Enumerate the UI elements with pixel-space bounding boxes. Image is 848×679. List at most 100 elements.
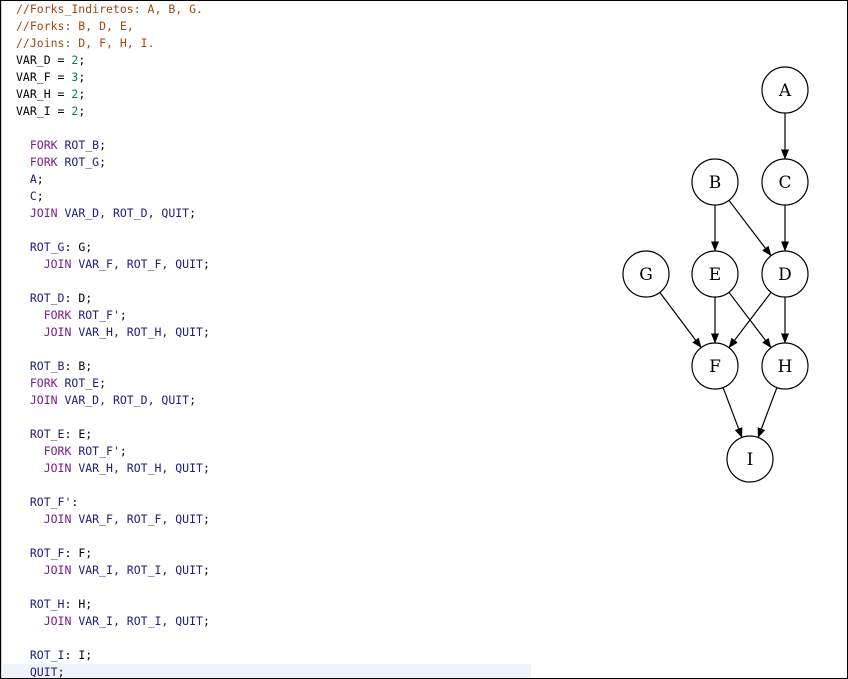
code-token: ;	[78, 70, 86, 84]
code-token: ;	[189, 206, 197, 220]
current-line-highlight	[3, 664, 531, 678]
code-line[interactable]: JOIN VAR_H, ROT_H, QUIT;	[16, 324, 210, 341]
code-token: ROT_F'	[71, 308, 120, 322]
code-token: ;	[202, 512, 210, 526]
code-line[interactable]: FORK ROT_F';	[16, 443, 127, 460]
code-line[interactable]: VAR_I = 2;	[16, 103, 85, 120]
graph-node-circle	[761, 342, 809, 390]
code-token: ;	[202, 257, 210, 271]
code-token: : B;	[64, 359, 93, 373]
code-line[interactable]: FORK ROT_G;	[16, 154, 106, 171]
code-line[interactable]: VAR_F = 3;	[16, 69, 85, 86]
code-token: FORK	[29, 155, 58, 169]
code-token	[16, 614, 44, 628]
code-token	[16, 359, 30, 373]
code-token: JOIN	[43, 257, 72, 271]
code-token	[16, 665, 30, 678]
code-token: ;	[99, 376, 107, 390]
code-line[interactable]: A;	[16, 171, 44, 188]
code-token: : G;	[64, 240, 93, 254]
code-line[interactable]: //Joins: D, F, H, I.	[16, 35, 154, 52]
code-line[interactable]: VAR_H = 2;	[16, 86, 85, 103]
code-token	[16, 172, 30, 186]
code-token: JOIN	[43, 512, 72, 526]
code-token: VAR_F, ROT_F, QUIT	[71, 257, 203, 271]
code-line[interactable]: JOIN VAR_F, ROT_F, QUIT;	[16, 256, 210, 273]
code-token: VAR_D, ROT_D, QUIT	[57, 393, 190, 407]
graph-edges	[659, 113, 789, 438]
code-editor[interactable]: //Forks_Indiretos: A, B, G. //Forks: B, D…	[1, 1, 531, 678]
code-token	[16, 444, 44, 458]
code-token: 2	[71, 87, 79, 101]
graph-node-circle	[761, 158, 809, 206]
code-token: FORK	[29, 376, 58, 390]
code-line[interactable]: C;	[16, 188, 44, 205]
code-token: ;	[99, 138, 107, 152]
code-token: VAR_F, ROT_F, QUIT	[71, 512, 203, 526]
code-token	[16, 393, 30, 407]
code-token: ROT_E	[57, 376, 100, 390]
code-token: ROT_B	[29, 359, 65, 373]
code-token: ROT_B	[57, 138, 100, 152]
code-line[interactable]: //Forks_Indiretos: A, B, G.	[16, 1, 203, 18]
code-token: :	[71, 495, 79, 509]
code-token: A	[29, 172, 37, 186]
code-line[interactable]: ROT_G: G;	[16, 239, 92, 256]
code-line[interactable]: ROT_F':	[16, 494, 78, 511]
code-line[interactable]: ROT_D: D;	[16, 290, 92, 307]
code-token	[16, 563, 44, 577]
code-line[interactable]: ROT_I: I;	[16, 647, 92, 664]
code-line[interactable]: JOIN VAR_D, ROT_D, QUIT;	[16, 205, 196, 222]
graph-node-label: C	[778, 173, 791, 193]
code-token: ;	[202, 563, 210, 577]
code-line[interactable]: JOIN VAR_F, ROT_F, QUIT;	[16, 511, 210, 528]
code-line[interactable]: FORK ROT_F';	[16, 307, 127, 324]
code-line[interactable]: ROT_B: B;	[16, 358, 92, 375]
code-line[interactable]: JOIN VAR_D, ROT_D, QUIT;	[16, 392, 196, 409]
code-line[interactable]: VAR_D = 2;	[16, 52, 85, 69]
code-line[interactable]: //Forks: B, D, E,	[16, 18, 134, 35]
graph-node-circle	[691, 250, 739, 298]
code-line[interactable]: ROT_E: E;	[16, 426, 92, 443]
graph-node-f: F	[691, 342, 739, 390]
code-token: 2	[71, 104, 79, 118]
code-token: ROT_G	[29, 240, 65, 254]
code-line[interactable]: ROT_H: H;	[16, 596, 92, 613]
code-line[interactable]: QUIT;	[16, 664, 65, 678]
code-token: JOIN	[29, 206, 58, 220]
code-token: FORK	[43, 444, 72, 458]
graph-node-circle	[726, 435, 774, 483]
graph-node-b: B	[691, 158, 739, 206]
code-token	[16, 648, 30, 662]
code-token: 3	[71, 70, 79, 84]
code-token: ;	[78, 53, 86, 67]
code-token: ;	[119, 308, 127, 322]
graph-node-label: F	[709, 357, 721, 377]
graph-node-label: I	[747, 450, 754, 470]
code-token: ;	[119, 444, 127, 458]
code-token: ROT_I	[29, 648, 65, 662]
code-token: //Forks_Indiretos: A, B, G.	[16, 2, 203, 16]
graph-edge-b-d	[728, 199, 772, 257]
code-token: ;	[36, 189, 44, 203]
code-token: : H;	[64, 597, 93, 611]
code-line[interactable]: JOIN VAR_I, ROT_I, QUIT;	[16, 613, 210, 630]
code-token: ROT_F'	[71, 444, 120, 458]
code-token	[16, 512, 44, 526]
code-token: : I;	[64, 648, 93, 662]
graph-node-circle	[691, 158, 739, 206]
code-line[interactable]: ROT_F: F;	[16, 545, 92, 562]
code-line[interactable]: FORK ROT_B;	[16, 137, 106, 154]
code-token	[16, 138, 30, 152]
code-token: ROT_G	[57, 155, 100, 169]
code-line[interactable]: FORK ROT_E;	[16, 375, 106, 392]
graph-node-d: D	[761, 250, 809, 298]
code-token	[16, 461, 44, 475]
graph-node-c: C	[761, 158, 809, 206]
code-token: ;	[78, 104, 86, 118]
code-line[interactable]: JOIN VAR_I, ROT_I, QUIT;	[16, 562, 210, 579]
code-line[interactable]: JOIN VAR_H, ROT_H, QUIT;	[16, 460, 210, 477]
graph-node-e: E	[691, 250, 739, 298]
